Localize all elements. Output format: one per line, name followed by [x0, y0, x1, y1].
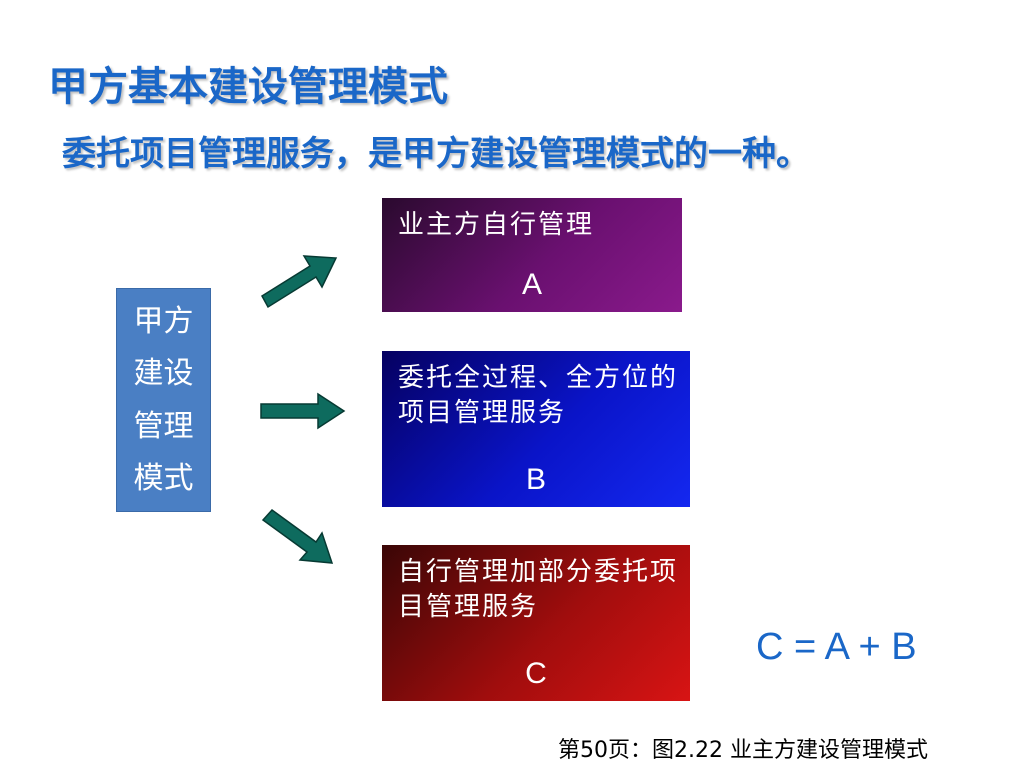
option-box-b: 委托全过程、全方位的项目管理服务 B — [382, 351, 690, 507]
equation-label: C = A + B — [756, 626, 917, 668]
option-box-c: 自行管理加部分委托项目管理服务 C — [382, 545, 690, 701]
source-box: 甲方 建设 管理 模式 — [116, 288, 211, 512]
option-description: 业主方自行管理 — [398, 210, 595, 240]
arrow-down-icon — [261, 508, 334, 564]
source-line: 管理 — [133, 408, 194, 444]
arrow-up-icon — [261, 255, 338, 309]
source-line: 建设 — [133, 356, 194, 392]
page-subtitle: 委托项目管理服务，是甲方建设管理模式的一种。 — [62, 134, 810, 174]
page-title: 甲方基本建设管理模式 — [48, 64, 448, 110]
option-letter: A — [521, 268, 542, 301]
source-line: 甲方 — [133, 303, 194, 339]
option-letter: B — [525, 463, 546, 496]
source-line: 模式 — [133, 461, 194, 497]
option-box-a: 业主方自行管理 A — [382, 198, 682, 312]
arrow-right-icon — [260, 392, 346, 430]
option-description: 委托全过程、全方位的项目管理服务 — [398, 363, 679, 429]
option-description: 自行管理加部分委托项目管理服务 — [398, 557, 679, 623]
figure-caption: 第50页：图2.22 业主方建设管理模式 — [558, 738, 928, 763]
option-letter: C — [525, 657, 547, 690]
